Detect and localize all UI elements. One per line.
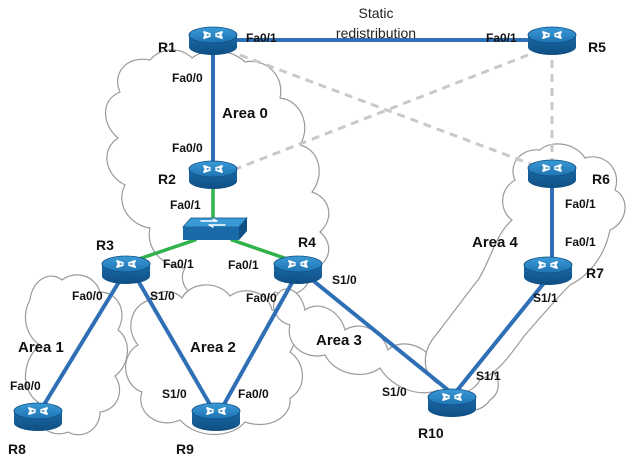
if-r5-fa01: Fa0/1 bbox=[486, 31, 517, 45]
dashed-link-r5-r2 bbox=[227, 53, 529, 174]
router-r7-icon bbox=[523, 256, 573, 286]
router-r4-label: R4 bbox=[298, 234, 316, 250]
router-r1-icon bbox=[188, 26, 238, 56]
router-r3-icon bbox=[101, 255, 151, 285]
switch-icon bbox=[182, 217, 248, 240]
if-r8-fa00: Fa0/0 bbox=[10, 379, 41, 393]
router-r10-label: R10 bbox=[418, 425, 444, 441]
area1-label: Area 1 bbox=[18, 339, 64, 356]
router-r8-label: R8 bbox=[8, 441, 26, 457]
router-r9-label: R9 bbox=[176, 441, 194, 457]
router-r10-icon bbox=[427, 388, 477, 418]
if-r1-fa01: Fa0/1 bbox=[246, 31, 277, 45]
link-r4-r10 bbox=[298, 268, 450, 392]
if-r2-fa00: Fa0/0 bbox=[172, 141, 203, 155]
if-r7-s11: S1/1 bbox=[533, 291, 558, 305]
note-line-2: redistribution bbox=[336, 25, 416, 41]
if-r2-fa01: Fa0/1 bbox=[170, 198, 201, 212]
area3-label: Area 3 bbox=[316, 332, 362, 349]
router-r9-icon bbox=[191, 402, 241, 432]
link-r3-r9 bbox=[131, 270, 214, 410]
router-r3-label: R3 bbox=[96, 237, 114, 253]
router-r1-label: R1 bbox=[158, 39, 176, 55]
router-r6-icon bbox=[527, 159, 577, 189]
if-r4-s10: S1/0 bbox=[332, 273, 357, 287]
if-r3-s10: S1/0 bbox=[150, 289, 175, 303]
if-r9-fa00: Fa0/0 bbox=[238, 387, 269, 401]
router-r5-label: R5 bbox=[588, 39, 606, 55]
if-r6-fa01: Fa0/1 bbox=[565, 197, 596, 211]
link-r7-r10 bbox=[453, 276, 550, 395]
area0-label: Area 0 bbox=[222, 105, 268, 122]
router-r8-icon bbox=[13, 402, 63, 432]
router-r5-icon bbox=[527, 26, 577, 56]
router-r4-icon bbox=[273, 255, 323, 285]
if-r3-fa01: Fa0/1 bbox=[163, 257, 194, 271]
router-r7-label: R7 bbox=[586, 265, 604, 281]
router-r2-label: R2 bbox=[158, 171, 176, 187]
note-line-1: Static bbox=[358, 5, 393, 21]
if-r3-fa00: Fa0/0 bbox=[72, 289, 103, 303]
if-r10-s10: S1/0 bbox=[382, 385, 407, 399]
router-r2-icon bbox=[188, 160, 238, 190]
if-r4-fa00: Fa0/0 bbox=[246, 291, 277, 305]
area4-label: Area 4 bbox=[472, 234, 519, 251]
link-r4-r9 bbox=[220, 270, 300, 410]
area2-label: Area 2 bbox=[190, 339, 236, 356]
if-r4-fa01: Fa0/1 bbox=[228, 258, 259, 272]
link-r3-r8 bbox=[40, 270, 127, 410]
if-r10-s11: S1/1 bbox=[476, 369, 501, 383]
router-r6-label: R6 bbox=[592, 171, 610, 187]
if-r9-s10: S1/0 bbox=[162, 387, 187, 401]
area2-cloud bbox=[125, 284, 303, 436]
if-r1-fa00: Fa0/0 bbox=[172, 71, 203, 85]
if-r7-fa01: Fa0/1 bbox=[565, 235, 596, 249]
